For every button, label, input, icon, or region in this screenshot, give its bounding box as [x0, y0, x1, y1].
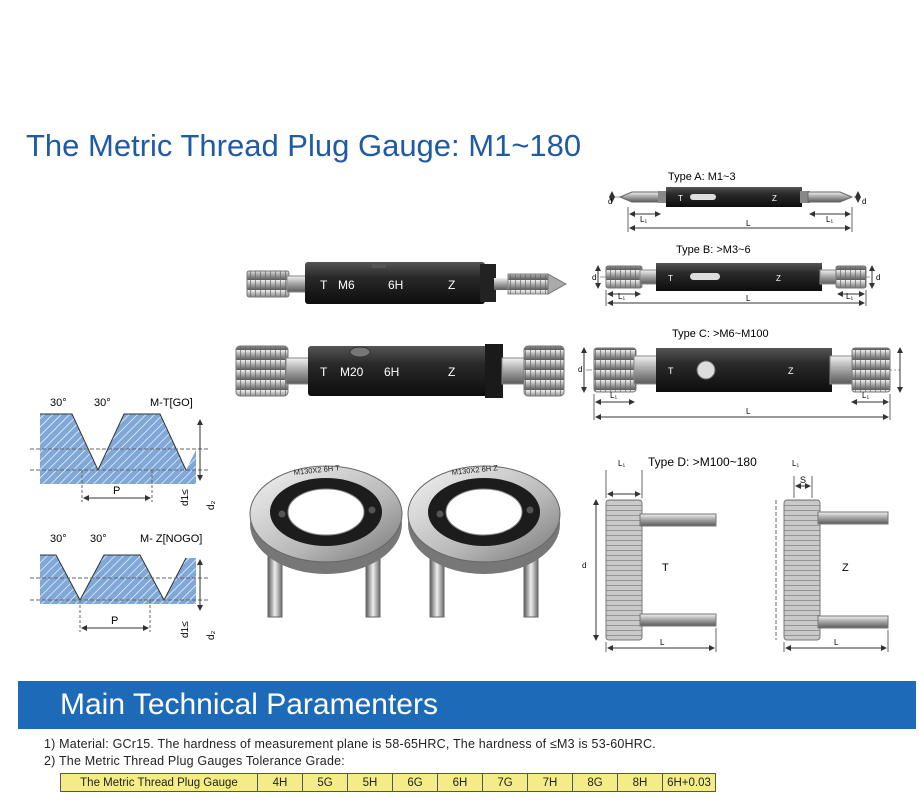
m20-z-label: Z [448, 365, 455, 379]
type-b-d-right: d [876, 273, 880, 282]
m6-z-label: Z [448, 278, 455, 292]
nogo-d2-label: d₂ [206, 630, 217, 640]
grade-cell: 8G [572, 773, 618, 792]
grade-cell: 7H [527, 773, 573, 792]
type-a-label: Type A: M1~3 [668, 171, 736, 183]
m20-grade-label: 6H [384, 365, 399, 379]
ring-gauge-nogo: M130X2 6H Z [407, 463, 561, 618]
go-profile-label: M-T[GO] [150, 397, 193, 409]
material-note: 1) Material: GCr15. The hardness of meas… [44, 737, 656, 751]
tolerance-header-cell: The Metric Thread Plug Gauge [60, 773, 258, 792]
go-d2-label: d₂ [206, 500, 217, 510]
type-d-label: Type D: >M100~180 [648, 455, 757, 469]
tolerance-note: 2) The Metric Thread Plug Gauges Toleran… [44, 754, 345, 768]
go-angle-right: 30° [94, 397, 111, 409]
type-a-l: L [746, 219, 751, 228]
nogo-d1-label: d1≤ [180, 621, 191, 638]
section-banner: Main Technical Paramenters [18, 681, 916, 729]
type-d-s: S [800, 475, 806, 485]
grade-cell: 4H [257, 773, 303, 792]
m6-grade-label: 6H [388, 278, 403, 292]
type-b-z: Z [776, 274, 781, 283]
tolerance-table: The Metric Thread Plug Gauge 4H 5G 5H 6G… [60, 773, 716, 792]
m6-size-label: M6 [338, 278, 355, 292]
go-angle-left: 30° [50, 397, 67, 409]
grade-cell: 5G [302, 773, 348, 792]
type-d-z: Z [842, 562, 849, 574]
grade-cell: 5H [347, 773, 393, 792]
type-c-t: T [668, 366, 674, 376]
m20-t-label: T [320, 365, 328, 379]
type-c-z: Z [788, 366, 794, 376]
type-a-l1-right: L₁ [826, 215, 833, 224]
ring-gauge-go: M130X2 6H T [249, 463, 403, 618]
plug-gauge-m20: T M20 6H Z [235, 344, 565, 398]
type-d-d: d [582, 561, 586, 570]
gauge-illustration: T M6 6H Z T M20 6H Z M130X2 6H T [30, 171, 903, 652]
type-b-l1-right: L₁ [846, 292, 853, 301]
type-b-drawing: Type B: >M3~6 T Z L₁ L₁ L d d [592, 244, 880, 306]
type-a-d-left: d [608, 197, 612, 206]
m20-size-label: M20 [340, 365, 364, 379]
m6-t-label: T [320, 278, 328, 292]
type-d-l1-left: L₁ [618, 459, 625, 468]
grade-cell: 6H+0.03 [662, 773, 716, 792]
type-d-t: T [662, 562, 669, 574]
table-row: The Metric Thread Plug Gauge 4H 5G 5H 6G… [60, 773, 716, 792]
grade-cell: 8H [617, 773, 663, 792]
thread-profile-nogo: 30° 30° M- Z[NOGO] P d1≤ d₂ [30, 533, 217, 640]
nogo-angle-left: 30° [50, 533, 67, 545]
type-c-label: Type C: >M6~M100 [672, 328, 769, 340]
type-b-label: Type B: >M3~6 [676, 244, 751, 256]
type-a-drawing: Type A: M1~3 T Z L₁ L₁ L d d [608, 171, 866, 232]
type-c-d-left: d [578, 365, 582, 374]
grade-cell: 6H [437, 773, 483, 792]
type-c-l1-left: L₁ [610, 391, 617, 400]
type-c-l: L [746, 407, 751, 416]
type-c-drawing: Type C: >M6~M100 T Z L₁ L₁ L d [578, 328, 903, 420]
grade-cell: 6G [392, 773, 438, 792]
type-b-d-left: d [592, 273, 596, 282]
go-d1-label: d1≤ [180, 489, 191, 506]
type-b-l1-left: L₁ [618, 292, 625, 301]
type-b-t: T [668, 274, 673, 283]
type-d-drawing: Type D: >M100~180 L₁ T L d L₁ S Z L [582, 455, 889, 652]
section-heading: Main Technical Paramenters [60, 688, 438, 721]
grade-cell: 7G [482, 773, 528, 792]
nogo-angle-right: 30° [90, 533, 107, 545]
type-d-l-right: L [834, 638, 839, 647]
type-a-d-right: d [862, 197, 866, 206]
plug-gauge-m6: T M6 6H Z [246, 262, 568, 304]
page-title: The Metric Thread Plug Gauge: M1~180 [26, 128, 582, 163]
nogo-pitch-label: P [111, 615, 118, 627]
type-a-l1-left: L₁ [640, 215, 647, 224]
type-a-t: T [678, 194, 683, 203]
type-d-l-left: L [660, 638, 665, 647]
type-b-l: L [746, 294, 751, 303]
thread-profile-go: 30° 30° M-T[GO] P d1≤ d₂ [30, 397, 217, 510]
type-d-l1-right: L₁ [792, 459, 799, 468]
type-c-l1-right: L₁ [862, 391, 869, 400]
go-pitch-label: P [113, 485, 120, 497]
type-a-z: Z [772, 194, 777, 203]
nogo-profile-label: M- Z[NOGO] [140, 533, 202, 545]
